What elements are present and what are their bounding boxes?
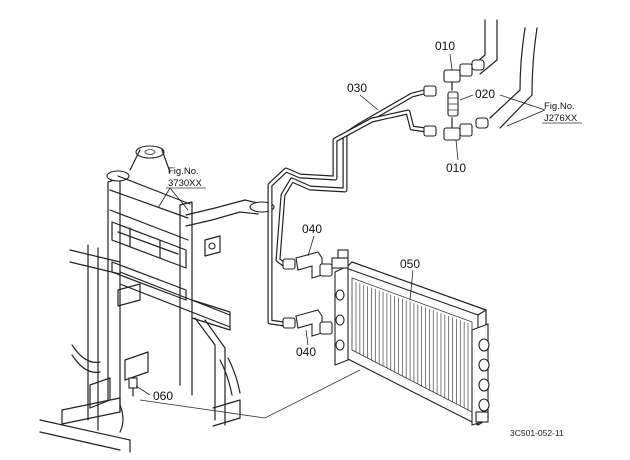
fig-ref-left-line1: Fig.No. [168,166,199,177]
drawing-code: 3C501-052-11 [510,428,564,438]
label-040-bottom: 040 [296,345,316,359]
label-050: 050 [400,257,420,271]
leader-lines [135,53,546,396]
fig-ref-right-line2: J276XX [544,113,578,124]
label-030: 030 [347,81,367,95]
upper-hoses [443,19,538,141]
label-010-bottom: 010 [446,161,466,175]
label-040-top: 040 [302,222,322,236]
label-020: 020 [475,87,495,101]
label-060: 060 [153,389,173,403]
label-010-top: 010 [435,39,455,53]
elbow-fittings [295,251,333,337]
fig-ref-right-line1: Fig.No. [544,101,575,112]
fig-ref-left-line2: 3730XX [168,178,202,189]
oil-cooler [331,249,490,426]
oil-cooler-pipes [267,85,437,329]
cooler-fins [355,282,469,410]
tractor-frame [39,145,361,453]
